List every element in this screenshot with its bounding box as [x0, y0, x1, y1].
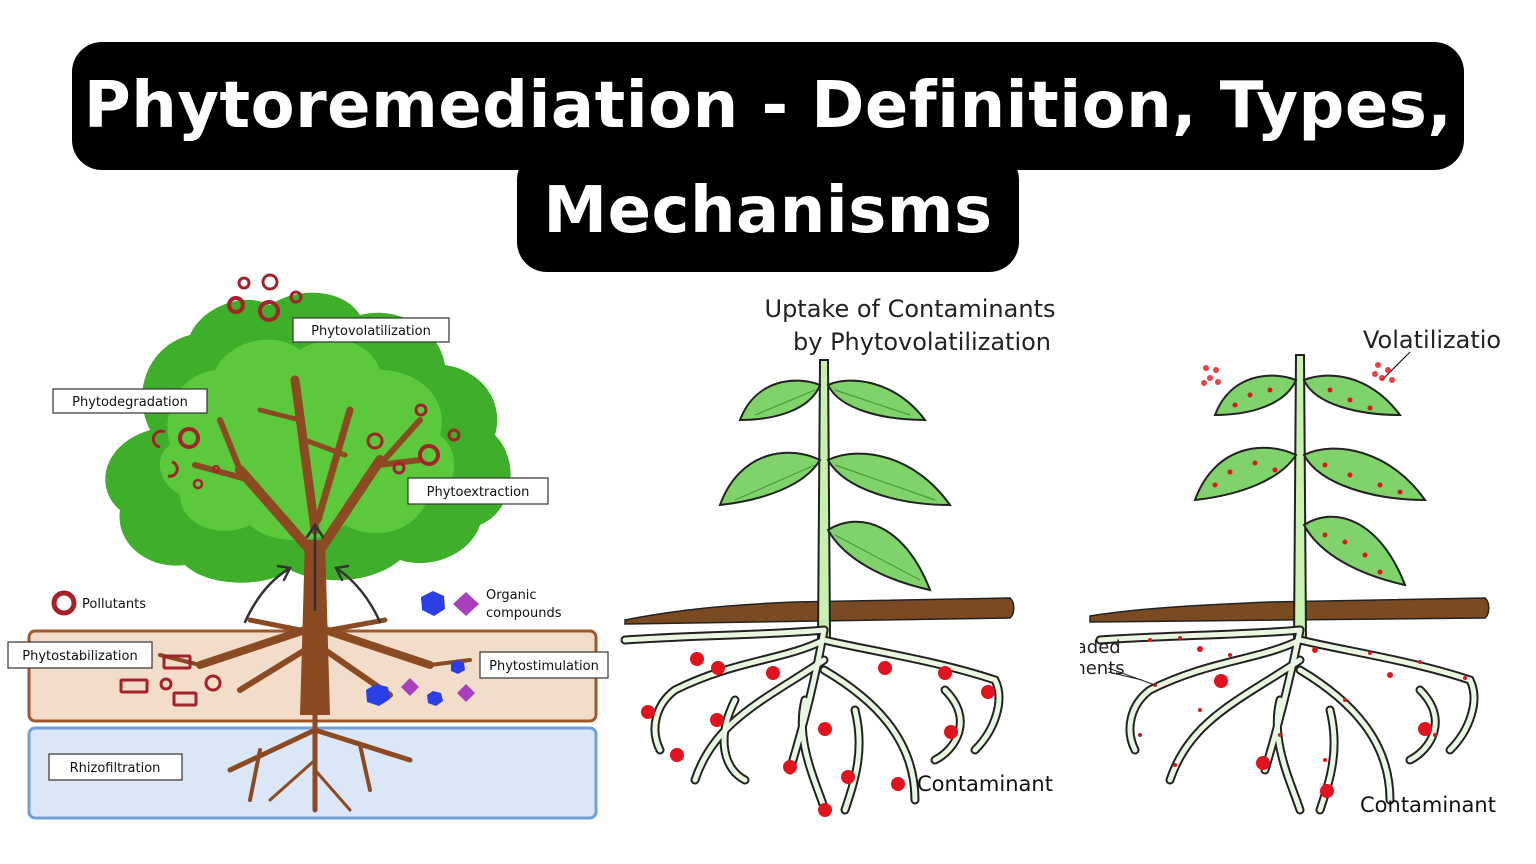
page-title-line-1: Phytoremediation - Definition, Types,	[72, 42, 1464, 170]
label-rhizofiltration-text: Rhizofiltration	[70, 761, 161, 776]
plant1-leaf-veins	[734, 389, 936, 581]
title-banner: Phytoremediation - Definition, Types, Me…	[0, 0, 1536, 280]
label-phytodegradation-text: Phytodegradation	[72, 395, 188, 410]
plant1-contaminant-label: Contaminant	[917, 772, 1053, 796]
plant2-leaf-contaminants	[1212, 387, 1403, 575]
plant1-roots	[620, 625, 1004, 815]
label-phytostimulation: Phytostimulation	[479, 651, 609, 679]
label-phytostabilization-text: Phytostabilization	[22, 649, 137, 664]
plant2-soil-line	[1089, 597, 1490, 623]
plant2-stem	[1292, 354, 1308, 641]
plant1-heading-line-2: by Phytovolatilization	[793, 328, 1051, 356]
pollutant-rings	[151, 273, 461, 490]
legend-organic-label-1: Organic	[486, 588, 537, 603]
legend-pollutants: Pollutants	[51, 590, 146, 616]
tree-roots	[158, 617, 472, 813]
label-phytovolatilization-text: Phytovolatilization	[311, 324, 431, 339]
plant2-root-fragments	[1138, 636, 1467, 767]
plant2-leaves	[1193, 374, 1427, 587]
soil-pollutants	[119, 654, 222, 707]
label-phytoextraction-text: Phytoextraction	[427, 485, 530, 500]
page-title-line-2: Mechanisms	[517, 150, 1019, 272]
volatilization-pointer-line	[1381, 351, 1411, 381]
plant1-heading-line-1: Uptake of Contaminants	[765, 295, 1056, 323]
plant-diagram-volatilization: Volatilizatio	[1080, 326, 1501, 817]
plant2-vapor-dots	[1201, 362, 1395, 386]
legend-organic-label-2: compounds	[486, 606, 562, 621]
plant2-roots	[1095, 625, 1479, 815]
plant1-contaminants	[641, 652, 995, 817]
plant2-volatilization-label: Volatilizatio	[1363, 326, 1501, 354]
plant1-leaves	[718, 379, 952, 592]
pollutant-ring-icon	[51, 590, 77, 616]
soil-organic-compounds	[366, 660, 475, 706]
legend-organic-compounds: Organic compounds	[421, 588, 562, 621]
plant2-contaminant-label: Contaminant	[1360, 793, 1496, 817]
label-rhizofiltration: Rhizofiltration	[48, 753, 183, 781]
label-phytovolatilization: Phytovolatilization	[292, 317, 450, 343]
label-phytoextraction: Phytoextraction	[407, 477, 549, 505]
legend-pollutants-label: Pollutants	[82, 597, 146, 612]
phytoremediation-tree-diagram: Pollutants Organic compounds Phytovolati…	[7, 273, 609, 820]
hexagon-icon	[421, 591, 445, 616]
plant-diagram-uptake: Uptake of Contaminants by Phytovolatiliz…	[620, 295, 1056, 817]
label-phytostabilization: Phytostabilization	[7, 641, 153, 669]
degraded-pointer-lines	[1107, 667, 1156, 686]
plant1-stem	[816, 359, 832, 641]
plant2-degraded-label-2: fragments	[1080, 658, 1125, 679]
uptake-arrows	[243, 522, 382, 624]
label-phytodegradation: Phytodegradation	[52, 388, 208, 414]
plant2-contaminants	[1197, 646, 1432, 798]
plant2-degraded-label-1: Degraded	[1080, 637, 1121, 658]
label-phytostimulation-text: Phytostimulation	[489, 659, 599, 674]
diamond-icon	[453, 592, 479, 616]
